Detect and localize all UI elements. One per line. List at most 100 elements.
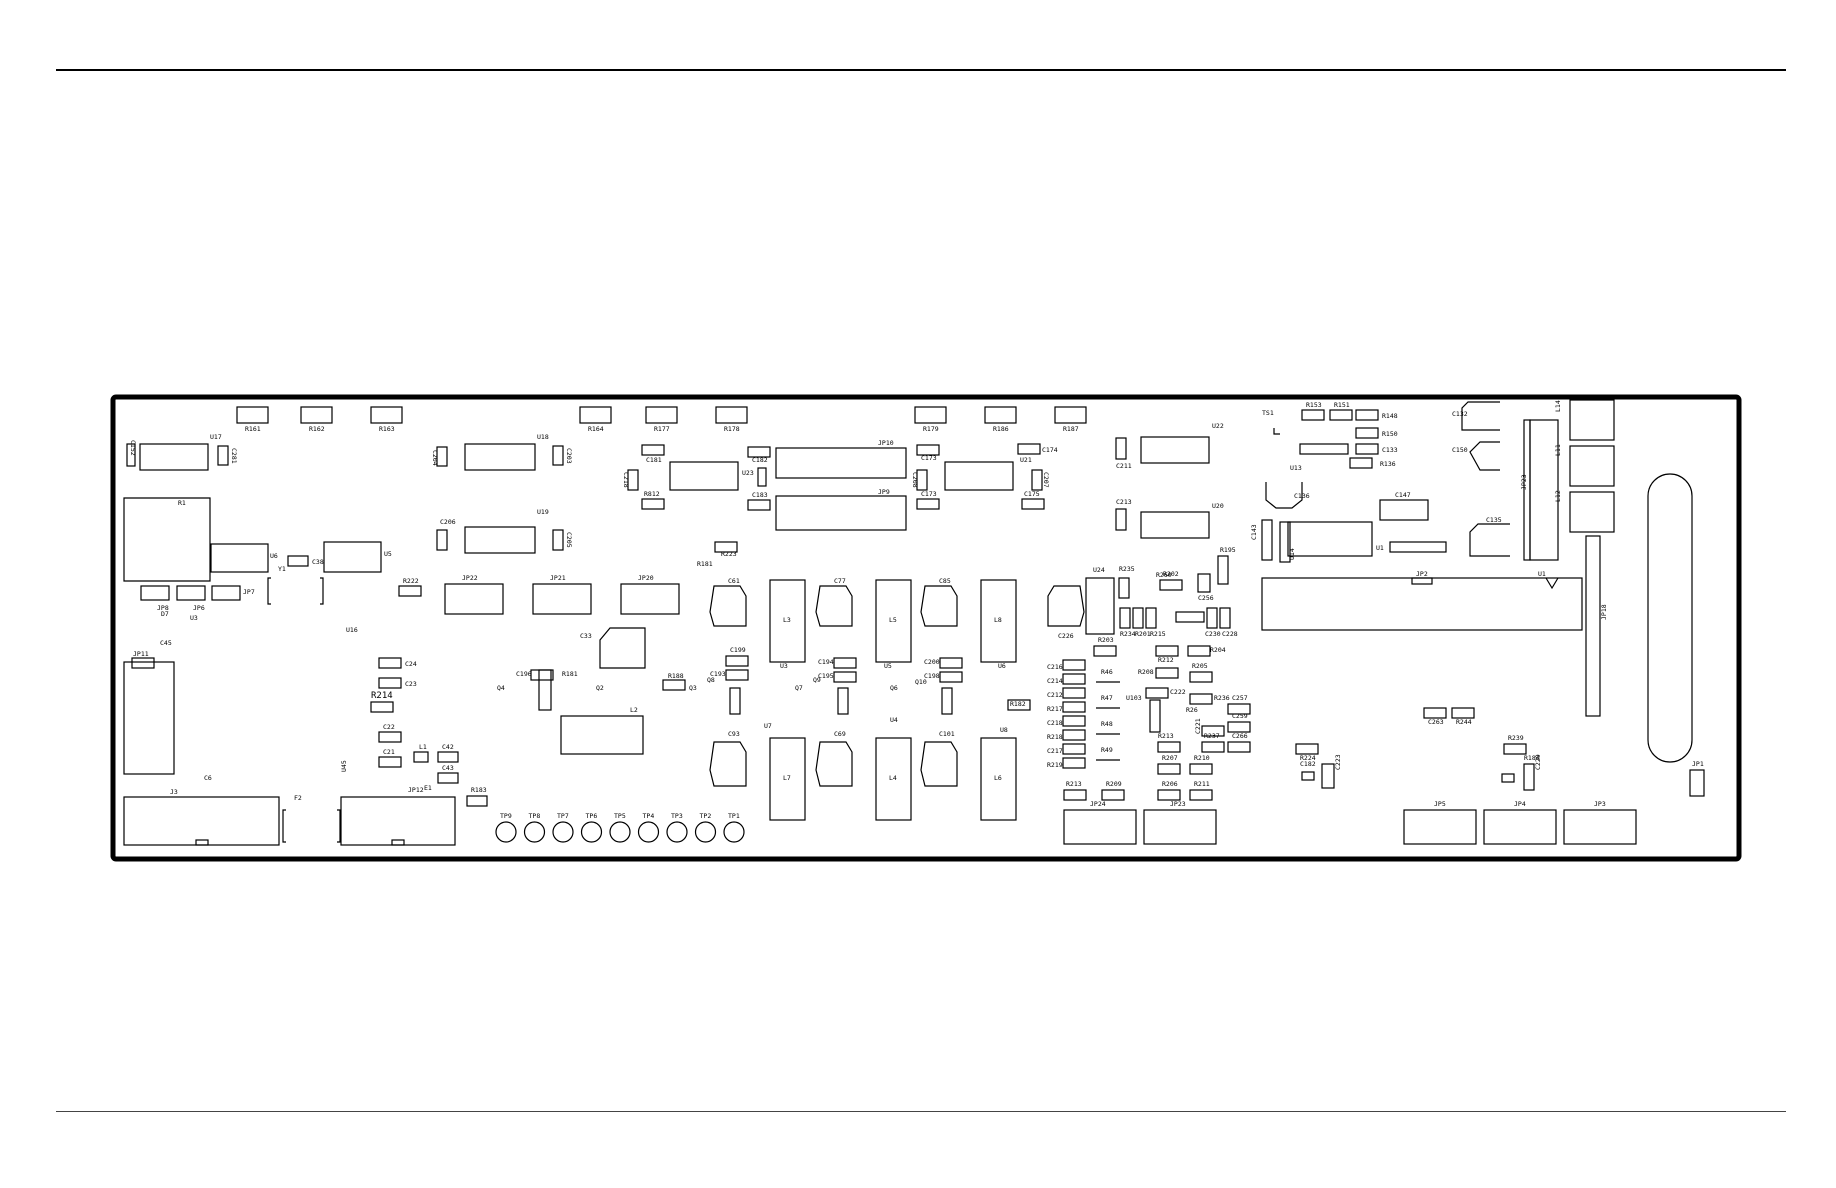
refdes-c133: C133 (1382, 446, 1398, 454)
refdes-jp11: JP11 (133, 650, 149, 658)
refdes-u7: U7 (764, 722, 772, 730)
component-outline (1261, 577, 1583, 631)
refdes-r47: R47 (1101, 694, 1113, 702)
refdes-r219: R219 (1047, 761, 1063, 769)
component-outline (1689, 769, 1705, 797)
component-outline (464, 526, 536, 554)
component-outline (552, 529, 564, 551)
component-outline (875, 579, 912, 663)
refdes-r203: R203 (1098, 636, 1114, 644)
test-point-pad (552, 821, 574, 843)
component-outline (1379, 499, 1429, 521)
electrolytic-cap (815, 585, 853, 627)
refdes-c263: C263 (1428, 718, 1444, 726)
refdes-jp22: JP22 (462, 574, 478, 582)
refdes-u45: U45 (340, 760, 348, 772)
component-outline (1569, 491, 1615, 533)
component-outline (1085, 577, 1115, 635)
component-outline (217, 445, 229, 466)
component-outline (1585, 535, 1601, 717)
refdes-q9: Q9 (813, 676, 821, 684)
refdes-jp10: JP10 (878, 439, 894, 447)
refdes-u17: U17 (210, 433, 222, 441)
r1-outline (123, 497, 211, 582)
refdes-r187: R187 (1063, 425, 1079, 433)
component-outline (1159, 579, 1183, 591)
component-outline (725, 669, 749, 681)
refdes-c143: C143 (1250, 524, 1258, 540)
refdes-l14: L14 (1554, 400, 1562, 412)
component-outline (1149, 699, 1161, 733)
refdes-u1b: U1 (1538, 570, 1546, 578)
component-outline (1299, 443, 1349, 455)
component-outline (1569, 445, 1615, 487)
refdes-jp21: JP21 (550, 574, 566, 582)
refdes-jp2: JP2 (1416, 570, 1428, 578)
refdes-c85: C85 (939, 577, 951, 585)
component-outline (413, 751, 429, 763)
refdes-c182b: C182 (1300, 760, 1316, 768)
component-outline (669, 461, 739, 491)
component-outline (1563, 809, 1637, 845)
component-outline (300, 406, 333, 424)
component-outline (1155, 645, 1179, 657)
refdes-r153: R153 (1306, 401, 1322, 409)
refdes-r163: R163 (379, 425, 395, 433)
component-outline (1017, 443, 1041, 455)
refdes-r236: R236 (1214, 694, 1230, 702)
refdes-jp23: JP23 (1170, 800, 1186, 808)
component-outline (1031, 469, 1043, 491)
component-outline (1279, 521, 1291, 563)
refdes-c266: C266 (1232, 732, 1248, 740)
component-outline (370, 701, 394, 713)
component-outline (437, 751, 459, 763)
test-point-pad (666, 821, 688, 843)
refdes-r188: R188 (668, 672, 684, 680)
refdes-r184: R184 (1524, 754, 1540, 762)
refdes-r213b: R213 (1066, 780, 1082, 788)
component-outline (833, 657, 857, 669)
component-outline (444, 583, 504, 615)
refdes-r195: R195 (1220, 546, 1236, 554)
refdes-l2: L2 (630, 706, 638, 714)
refdes-r211: R211 (1194, 780, 1210, 788)
component-outline (1093, 645, 1117, 657)
component-outline (211, 585, 241, 601)
refdes-c93: C93 (728, 730, 740, 738)
component-outline (916, 498, 940, 510)
refdes-c229: C229 (1534, 754, 1542, 770)
refdes-l11: L11 (1554, 444, 1562, 456)
refdes-c42: C42 (442, 743, 454, 751)
refdes-c22: C22 (383, 723, 395, 731)
component-outline (1062, 659, 1086, 671)
c132-outline (1461, 401, 1500, 431)
refdes-r213: R213 (1158, 732, 1174, 740)
component-outline (916, 444, 940, 456)
component-outline (984, 406, 1017, 424)
refdes-u6: U6 (270, 552, 278, 560)
refdes-c182: C182 (752, 456, 768, 464)
component-outline (757, 467, 767, 487)
component-outline (1007, 699, 1031, 711)
refdes-r183: R183 (471, 786, 487, 794)
refdes-tp8: TP8 (529, 812, 541, 820)
refdes-c214: C214 (1047, 677, 1063, 685)
refdes-c193: C193 (710, 670, 726, 678)
refdes-r162: R162 (309, 425, 325, 433)
refdes-c228: C228 (1222, 630, 1238, 638)
refdes-c135: C135 (1486, 516, 1502, 524)
component-outline (1217, 555, 1229, 585)
component-outline (1063, 809, 1137, 845)
refdes-c221: C221 (1194, 718, 1202, 734)
component-outline (436, 529, 448, 551)
refdes-u103: U103 (1126, 694, 1142, 702)
component-outline (323, 541, 382, 573)
refdes-u3b: U3 (780, 662, 788, 670)
bottom-rule (56, 1111, 1786, 1112)
component-outline (236, 406, 269, 424)
refdes-c207: C207 (1042, 472, 1050, 488)
refdes-c152: C152 (129, 440, 137, 456)
refdes-c222: C222 (1170, 688, 1186, 696)
refdes-r224: R224 (1300, 754, 1316, 762)
refdes-r207: R207 (1162, 754, 1178, 762)
